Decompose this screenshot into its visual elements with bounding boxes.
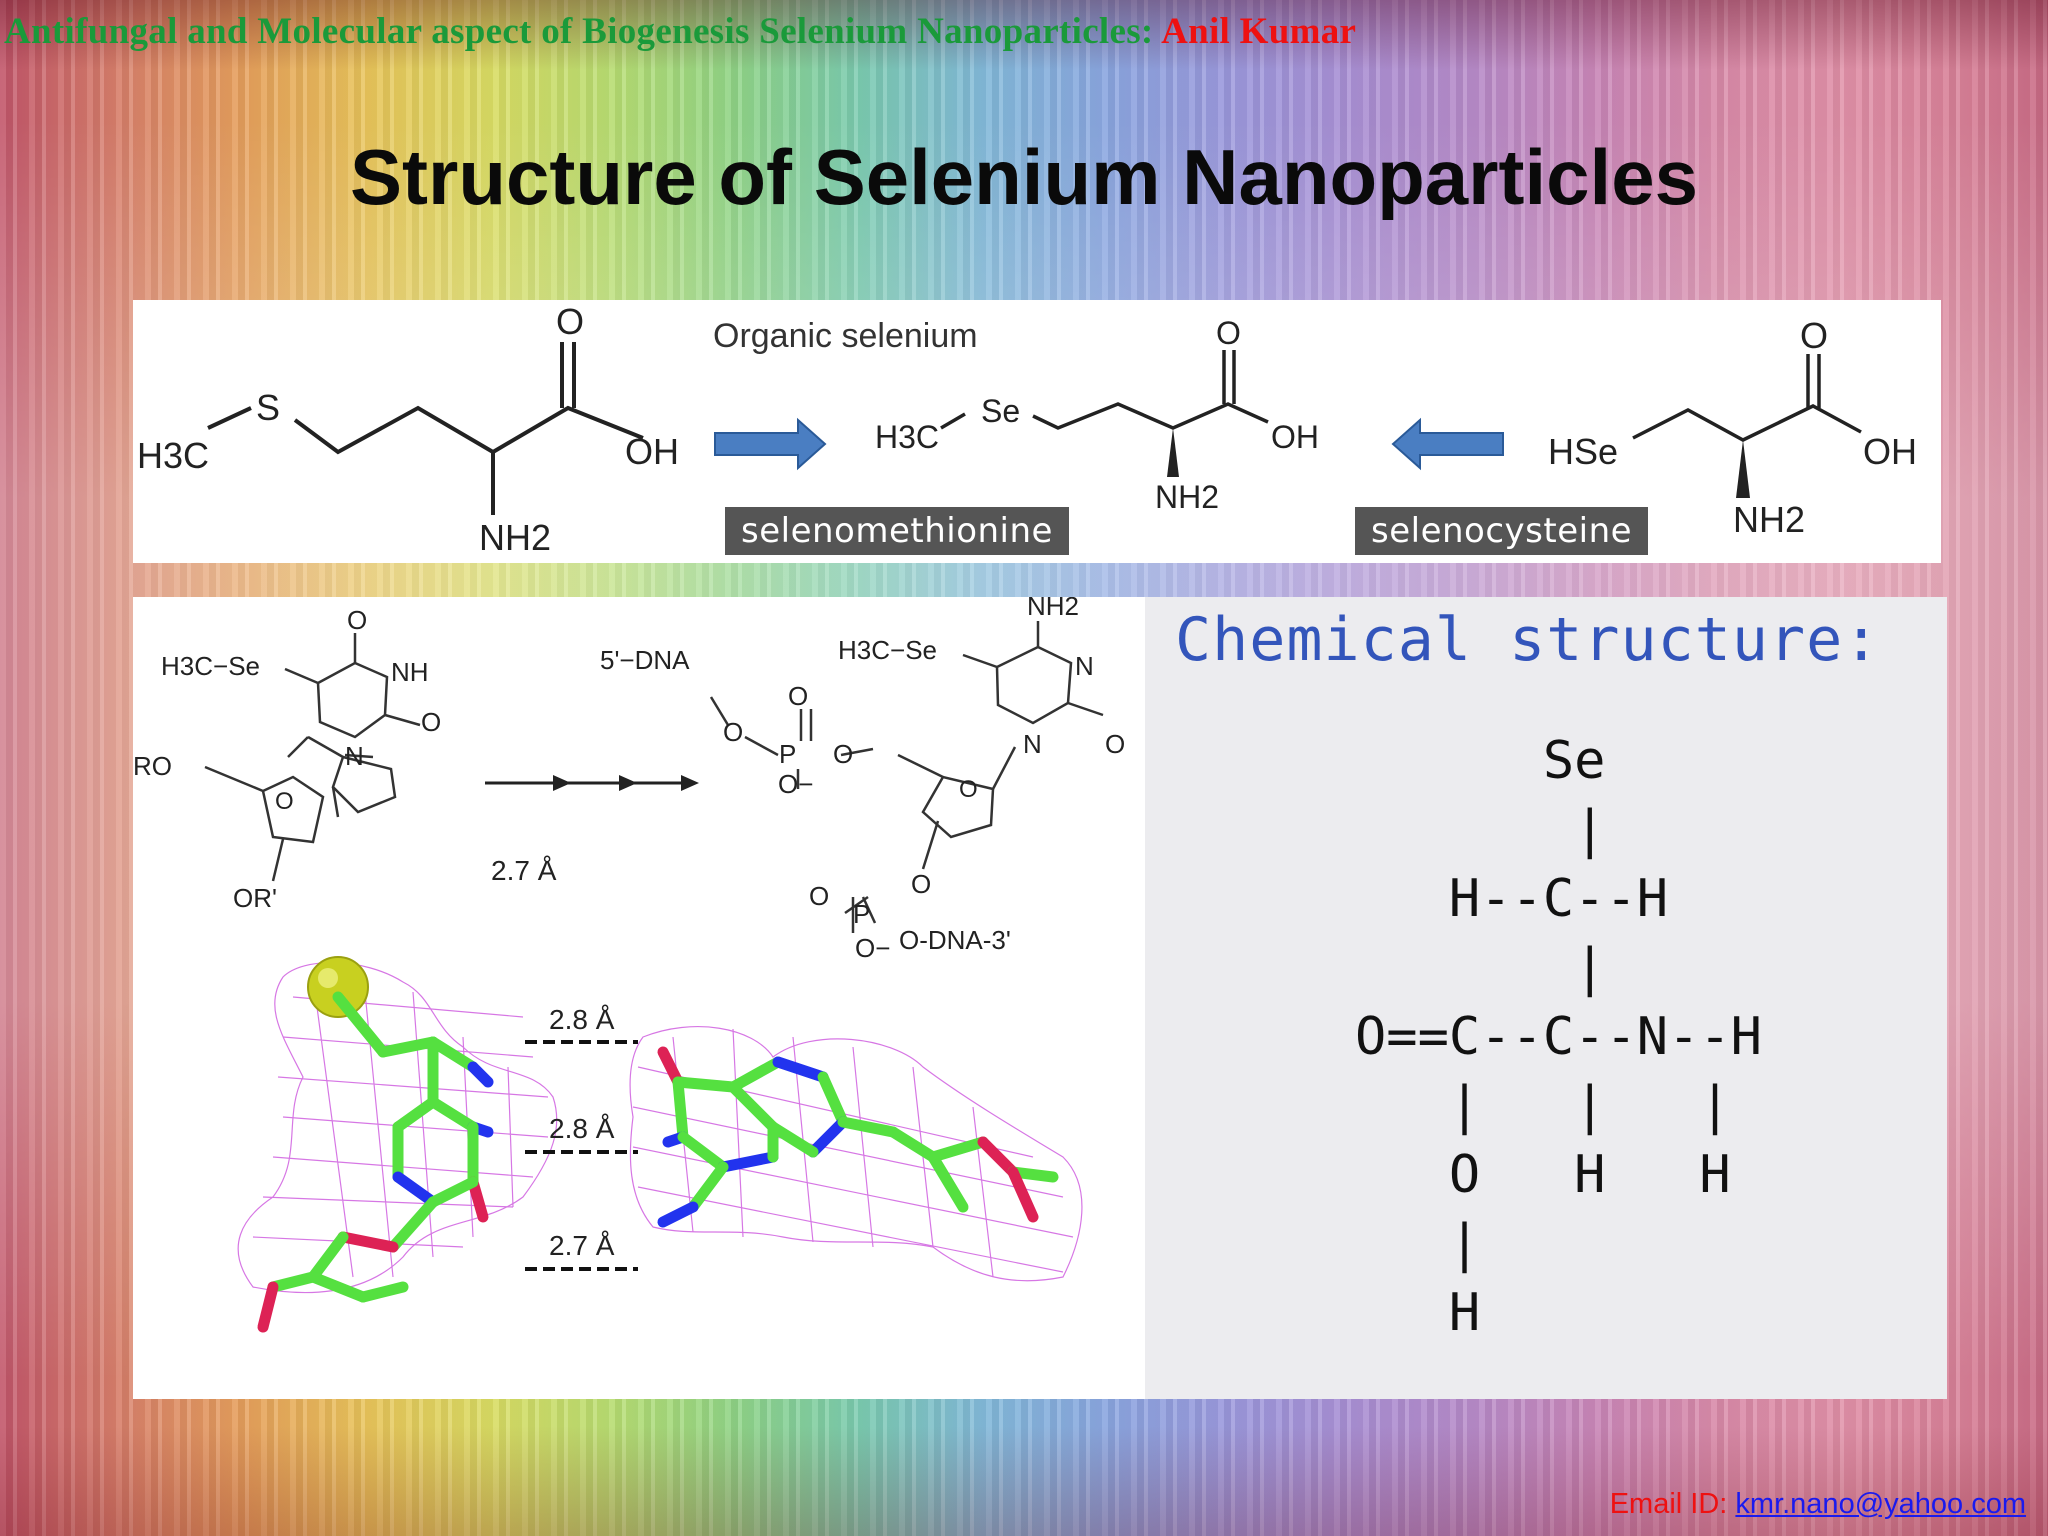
dna-selenium-svg: H3C−Se O NH N O RO O OR' 2.7 Å <box>133 591 1125 1333</box>
methionine-s: S <box>256 387 280 428</box>
methionine-bonds <box>207 342 644 515</box>
hbond-distance-3: 2.7 Å <box>549 1230 615 1261</box>
dna-phosphate-p: P <box>779 739 796 769</box>
arrowhead-icon <box>553 775 571 791</box>
hbond-distance-1: 2.8 Å <box>549 1004 615 1035</box>
arrowhead-icon <box>681 775 699 791</box>
dna-3-o: O <box>911 869 931 899</box>
email-label: Email ID: <box>1609 1488 1736 1520</box>
selenomethionine-o: O <box>1216 315 1241 351</box>
ascii-structure: Se | H--C--H | O==C--C--N--H | | | O H H… <box>1355 731 1762 1343</box>
nucleoside-h3c-se: H3C−Se <box>161 651 260 681</box>
selenomethionine-oh: OH <box>1271 419 1319 455</box>
dna-phosphate2-o-eq: O <box>809 881 829 911</box>
slide-title: Structure of Selenium Nanoparticles <box>350 133 1698 221</box>
dna-5-prime: 5'−DNA <box>600 645 690 675</box>
nucleoside-o-carbonyl: O <box>421 707 441 737</box>
selenium-highlight <box>318 968 338 988</box>
dna-n-ring: N <box>1075 651 1094 681</box>
selenocysteine-o: O <box>1800 315 1828 356</box>
reaction-distance-label: 2.7 Å <box>491 855 557 886</box>
dna-n-glycosidic: N <box>1023 729 1042 759</box>
selenomethionine-h3c: H3C <box>875 419 939 455</box>
organic-selenium-heading: Organic selenium <box>713 317 978 355</box>
dna-phosphate2-o-minus: O− <box>855 933 890 963</box>
methionine-h3c: H3C <box>137 435 209 476</box>
footer-email: Email ID: kmr.nano@yahoo.com <box>1610 1488 2026 1521</box>
chemical-structure-panel: Chemical structure: Se | H--C--H | O==C-… <box>1145 597 1947 1399</box>
selenomethionine-bonds <box>940 350 1269 430</box>
dna-3-prime: O-DNA-3' <box>899 925 1011 955</box>
organic-selenium-svg: H3C S O OH NH2 Organic selenium H3C Se O… <box>137 301 1917 558</box>
top-band <box>0 0 2048 70</box>
dna-phosphate-o-top: O <box>788 681 808 711</box>
methionine-oh: OH <box>625 431 679 472</box>
dna-h3c-se: H3C−Se <box>838 635 937 665</box>
dna-phosphate-o-left: O <box>723 717 743 747</box>
dna-selenium-figure: H3C−Se O NH N O RO O OR' 2.7 Å <box>133 591 1145 1399</box>
methionine-nh2: NH2 <box>479 517 551 558</box>
nucleoside-ring-o: O <box>275 788 294 815</box>
nucleoside-bonds <box>284 633 421 818</box>
nucleoside-3-bond <box>271 838 285 882</box>
selenocysteine-label: selenocysteine <box>1355 507 1649 555</box>
selenomethionine-se: Se <box>981 393 1020 429</box>
right-base-sticks <box>657 1046 1059 1228</box>
nucleoside-ro: RO <box>133 751 172 781</box>
nucleoside-c5-bond <box>204 765 264 793</box>
dna-phosphate-o-right: O <box>833 739 853 769</box>
methionine-o: O <box>556 301 584 342</box>
nucleoside-n: N <box>345 741 364 771</box>
nucleoside-or-prime: OR' <box>233 883 277 913</box>
nucleoside-sugar-ring <box>261 775 325 844</box>
selenomethionine-nh2: NH2 <box>1155 479 1219 515</box>
dna-sugar-ring-o: O <box>959 776 978 803</box>
right-arrow-icon <box>714 417 827 471</box>
selenomethionine-wedge <box>1167 428 1179 477</box>
arrowhead-icon <box>619 775 637 791</box>
header-author: Anil Kumar <box>1161 11 1357 52</box>
selenocysteine-hse: HSe <box>1548 431 1618 472</box>
chemical-structure-heading: Chemical structure: <box>1175 605 1881 675</box>
hydrogen-bonds <box>525 1040 638 1271</box>
presentation-header: Antifungal and Molecular aspect of Bioge… <box>4 10 1356 53</box>
selenium-atom <box>307 956 369 1018</box>
selenocysteine-nh2: NH2 <box>1733 499 1805 540</box>
header-topic: Antifungal and Molecular aspect of Bioge… <box>4 11 1162 52</box>
selenocysteine-oh: OH <box>1863 431 1917 472</box>
nucleoside-nh: NH <box>391 657 429 687</box>
dna-product-bonds <box>709 621 1104 933</box>
density-mesh <box>237 962 1083 1294</box>
dna-phosphate2-p: P <box>853 899 870 929</box>
dna-nh2: NH2 <box>1027 597 1079 621</box>
selenocysteine-bonds <box>1632 354 1862 442</box>
dna-o-carbonyl: O <box>1105 729 1125 759</box>
dna-phosphate-o-minus: O− <box>778 769 813 799</box>
selenocysteine-wedge <box>1736 440 1750 498</box>
left-base-sticks <box>257 991 494 1333</box>
organic-selenium-figure: H3C S O OH NH2 Organic selenium H3C Se O… <box>133 300 1941 563</box>
email-link[interactable]: kmr.nano@yahoo.com <box>1735 1488 2026 1520</box>
selenomethionine-label: selenomethionine <box>725 507 1069 555</box>
hbond-distance-2: 2.8 Å <box>549 1113 615 1144</box>
left-arrow-icon <box>1391 417 1504 471</box>
nucleoside-o-top: O <box>347 605 367 635</box>
bottom-band <box>0 1426 2048 1536</box>
